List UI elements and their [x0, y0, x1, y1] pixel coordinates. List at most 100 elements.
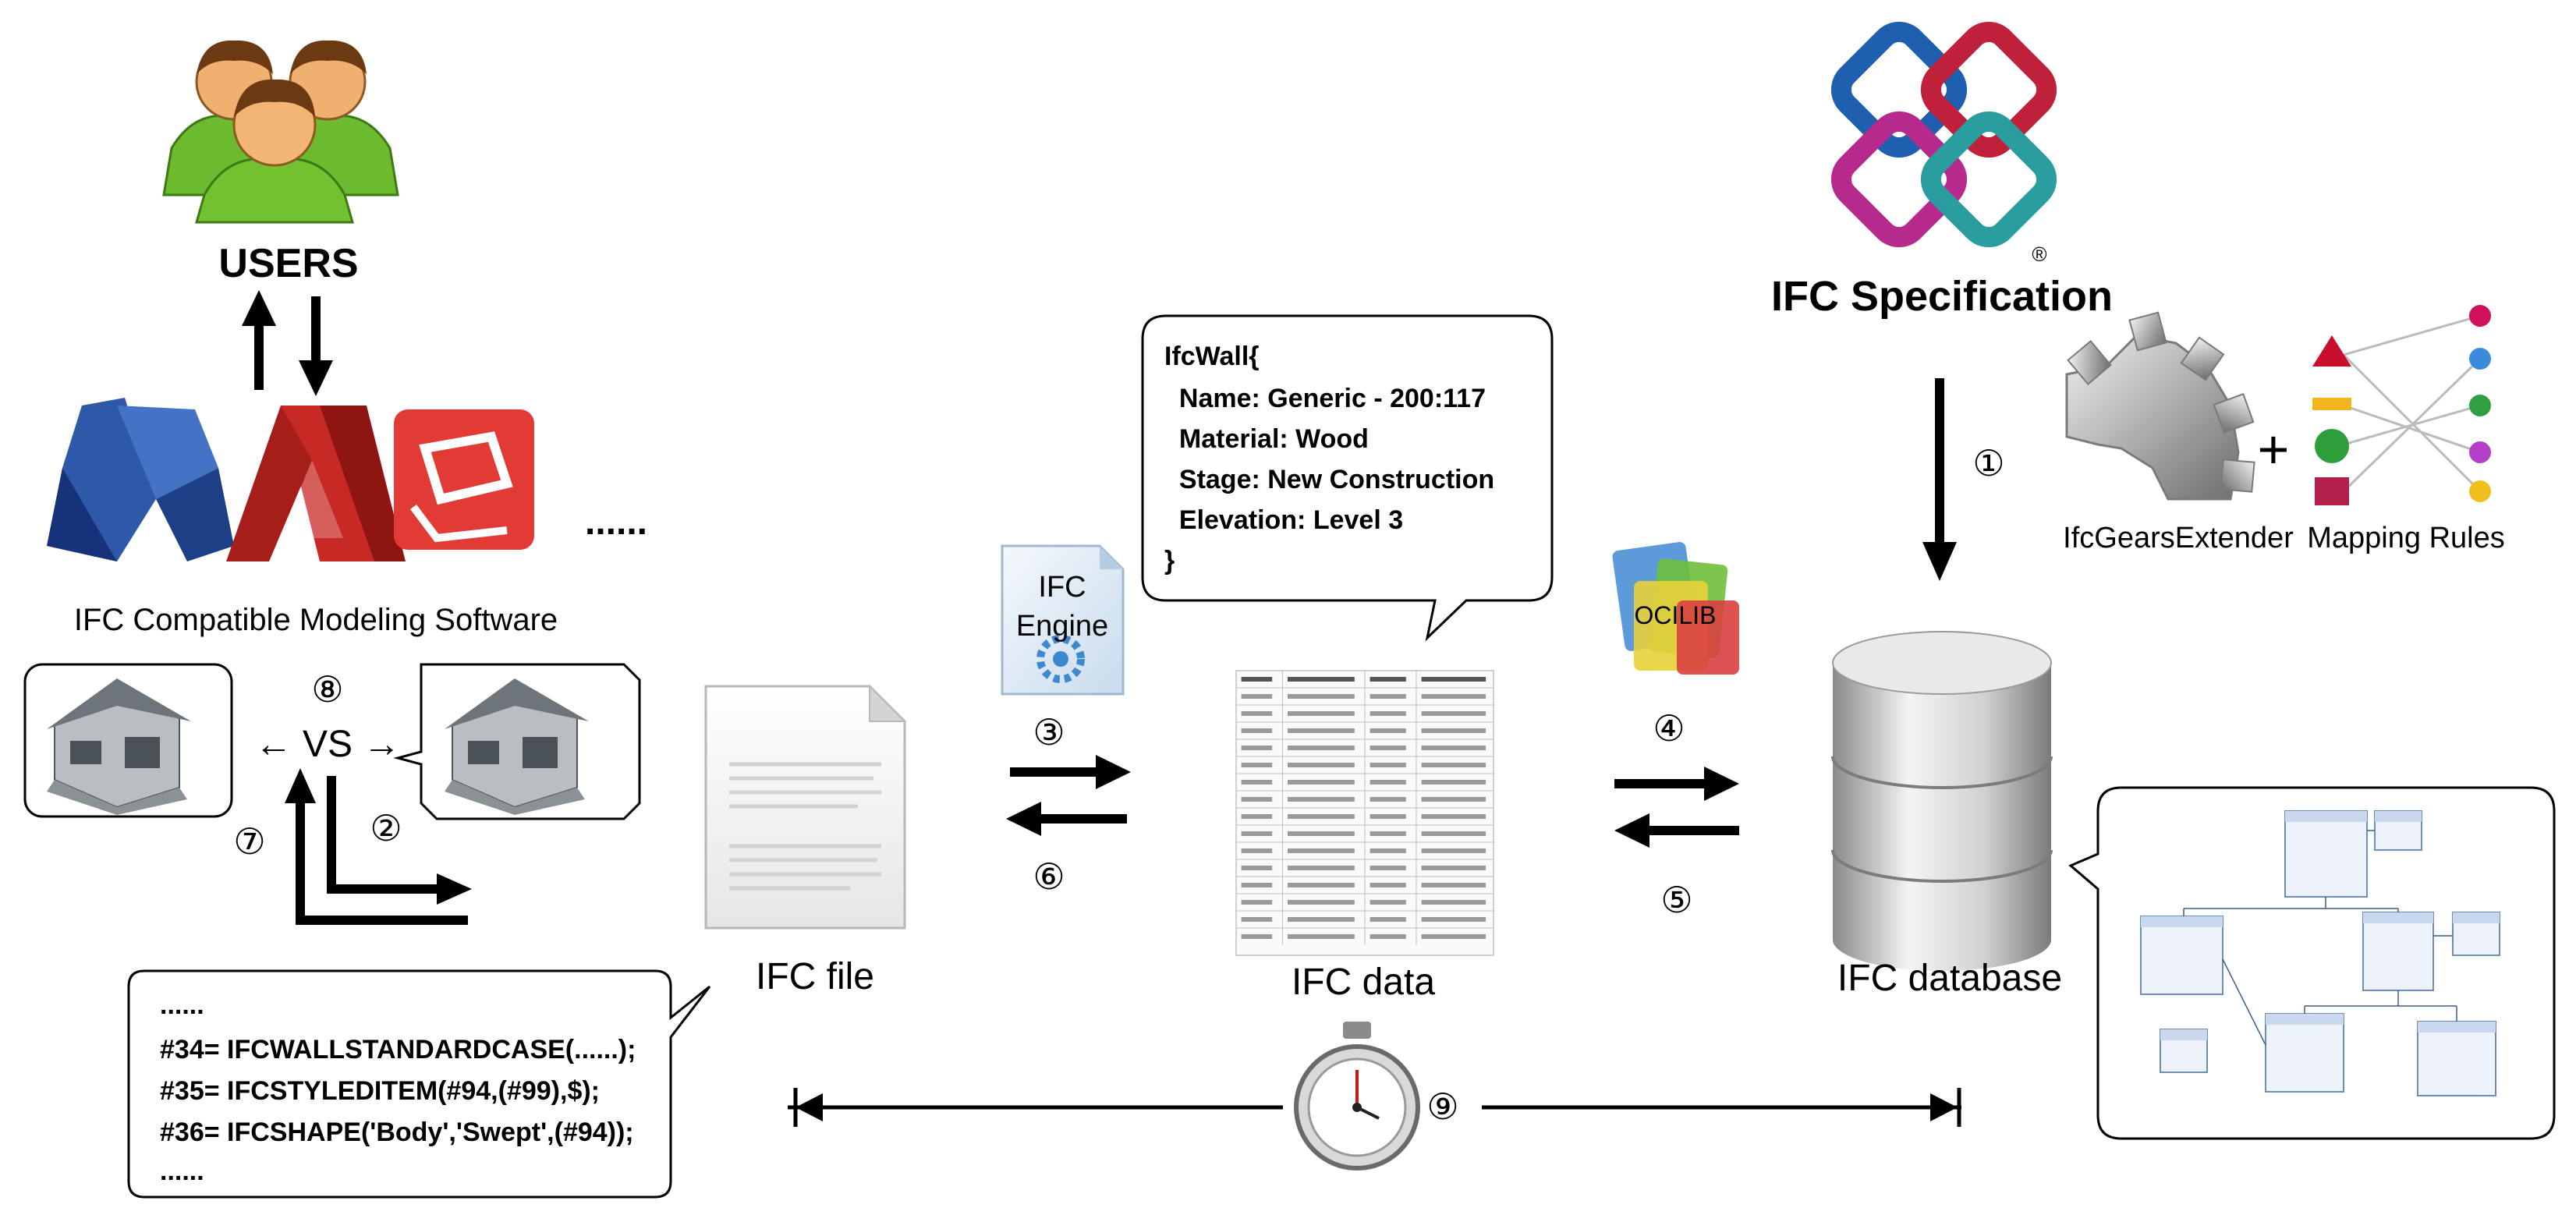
table-cell-text — [1288, 848, 1355, 853]
timeline-arrow-left — [788, 1088, 1283, 1127]
ifc-data-callout — [1141, 314, 1554, 642]
table-cell-text — [1241, 900, 1273, 905]
table-cell-text — [1369, 917, 1406, 922]
table-cell-text — [1241, 934, 1273, 939]
more-software-ellipsis: ...... — [585, 501, 647, 543]
table-cell-text — [1369, 866, 1406, 870]
step-1-marker: ① — [1972, 443, 2004, 483]
table-cell-text — [1421, 848, 1486, 853]
table-cell-text — [1421, 866, 1486, 870]
table-cell-text — [1288, 934, 1355, 939]
table-cell-text — [1421, 797, 1486, 802]
table-cell-text — [1288, 866, 1355, 870]
table-cell-text — [1241, 746, 1273, 750]
users-label: USERS — [218, 241, 358, 286]
callout-line-1: IfcWall{ — [1164, 342, 1260, 371]
callout-line-3: Material: Wood — [1164, 424, 1369, 454]
table-cell-text — [1288, 780, 1355, 785]
table-cell-text — [1421, 763, 1486, 767]
callout-line-5: Elevation: Level 3 — [1164, 505, 1403, 535]
table-cell-text — [1369, 746, 1406, 750]
table-cell-text — [1241, 917, 1273, 922]
code-line-3: #35= IFCSTYLEDITEM(#94,(#99),$); — [160, 1076, 600, 1106]
revit-logo-icon — [47, 398, 234, 561]
table-cell-text — [1288, 814, 1355, 819]
ifc-logo-icon — [1830, 21, 2057, 248]
table-cell-text — [1421, 900, 1486, 905]
table-cell-text — [1421, 694, 1486, 699]
ifc-data-label: IFC data — [1292, 962, 1435, 1003]
table-cell-text — [1369, 831, 1406, 836]
table-cell-text — [1421, 746, 1486, 750]
table-cell-text — [1369, 814, 1406, 819]
code-line-1: ...... — [160, 990, 204, 1020]
table-cell-text — [1241, 883, 1273, 887]
ifc-file-label: IFC file — [756, 956, 874, 997]
table-cell-text — [1369, 711, 1406, 716]
step-5-arrow — [1614, 813, 1739, 848]
gear-label: IfcGearsExtender — [2063, 522, 2294, 554]
step-8-marker: ⑧ — [311, 669, 343, 710]
table-cell-text — [1288, 900, 1355, 905]
model-view-left — [23, 663, 233, 818]
step-4-marker: ④ — [1653, 708, 1685, 749]
document-icon — [704, 684, 907, 930]
engine-label-line1: IFC — [1038, 571, 1086, 604]
plus-sign: + — [2258, 419, 2290, 480]
table-cell-text — [1241, 763, 1273, 767]
table-cell-text — [1421, 711, 1486, 716]
step-3-arrow — [1010, 755, 1131, 789]
table-cell-text — [1421, 831, 1486, 836]
table-cell-text — [1288, 728, 1355, 733]
code-line-5: ...... — [160, 1156, 204, 1186]
table-cell-text — [1369, 694, 1406, 699]
table-cell-text — [1421, 814, 1486, 819]
ocilib-logo-icon — [1612, 541, 1739, 675]
table-cell-text — [1421, 780, 1486, 785]
table-cell-text — [1421, 677, 1486, 682]
table-cell-text — [1241, 694, 1273, 699]
users-software-arrows — [242, 290, 333, 396]
uml-diagram-icon — [2140, 810, 2500, 1096]
sketchup-logo-icon — [394, 409, 534, 550]
callout-line-6: } — [1164, 546, 1175, 576]
mapping-rules-icon — [2312, 305, 2491, 505]
table-cell-text — [1288, 694, 1355, 699]
table-cell-text — [1241, 848, 1273, 853]
user-figure-front — [195, 79, 354, 224]
table-cell-text — [1288, 711, 1355, 716]
table-cell-text — [1288, 883, 1355, 887]
callout-line-2: Name: Generic - 200:117 — [1164, 384, 1486, 413]
table-cell-text — [1369, 848, 1406, 853]
ocilib-label: OCILIB — [1635, 601, 1717, 629]
step-2-arrow — [327, 776, 472, 905]
table-cell-text — [1288, 917, 1355, 922]
data-table-icon — [1235, 670, 1494, 956]
table-cell-text — [1288, 746, 1355, 750]
model-view-right — [393, 663, 641, 820]
table-cell-text — [1421, 728, 1486, 733]
table-cell-text — [1288, 677, 1355, 682]
engine-label-line2: Engine — [1016, 610, 1108, 643]
autocad-logo-icon — [226, 406, 406, 561]
step-7-arrow — [285, 768, 468, 925]
table-cell-text — [1241, 831, 1273, 836]
house-model-icon-left — [47, 678, 191, 815]
table-cell-text — [1369, 780, 1406, 785]
table-cell-text — [1288, 831, 1355, 836]
step-6-arrow — [1006, 802, 1127, 836]
table-cell-text — [1241, 797, 1273, 802]
mapping-rules-label: Mapping Rules — [2307, 522, 2504, 554]
table-cell-text — [1241, 814, 1273, 819]
code-line-2: #34= IFCWALLSTANDARDCASE(......); — [160, 1035, 636, 1064]
table-cell-text — [1241, 780, 1273, 785]
table-cell-text — [1241, 711, 1273, 716]
gear-icon — [2065, 311, 2255, 501]
document-text-lines — [729, 762, 881, 891]
timeline-arrow-right — [1482, 1088, 1961, 1127]
table-cell-text — [1369, 900, 1406, 905]
table-cell-text — [1421, 934, 1486, 939]
registered-mark: ® — [2032, 243, 2046, 266]
